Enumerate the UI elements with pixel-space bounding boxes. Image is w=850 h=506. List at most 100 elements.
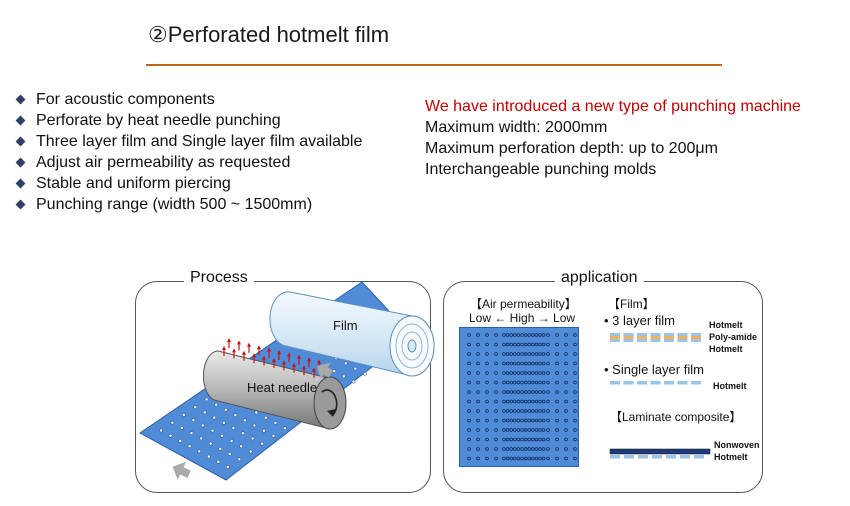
air-hole [523,456,528,461]
air-hole [502,409,506,413]
air-hole [555,342,559,347]
air-hole [516,352,521,356]
air-hole [538,342,542,347]
hotmelt-layer-segment [637,333,647,336]
air-hole [564,409,568,413]
air-hole [541,447,546,451]
air-hole [494,352,498,356]
air-hole [538,390,542,394]
air-hole [505,418,510,423]
nonwoven-layer [609,448,711,455]
process-label: Process [184,269,254,287]
air-hole [538,333,542,337]
air-hole [555,418,559,423]
air-hole [502,399,506,404]
air-hole [520,447,524,451]
air-hole [564,390,568,394]
polyamide-layer-segment [677,336,688,339]
air-hole [520,342,524,347]
air-hole [502,352,506,356]
air-hole [527,333,531,337]
air-hole [476,409,480,413]
air-hole [485,456,489,461]
air-hole [546,428,550,432]
hotmelt-layer-segment [664,339,674,342]
air-hole [494,447,498,451]
air-hole [538,428,542,432]
air-hole [564,342,568,347]
air-hole [534,428,539,432]
air-hole [476,333,480,337]
air-hole [494,371,498,375]
diamond-bullet-icon [15,94,26,105]
air-hole [505,447,510,451]
air-permeability-title: 【Air permeability】 [470,297,577,311]
layer-label: Hotmelt [709,320,743,330]
hotmelt-layer-segment [638,455,648,459]
air-hole [502,456,506,461]
air-hole [573,409,577,413]
air-hole [541,409,546,413]
air-hole [534,456,539,461]
air-hole [485,390,489,394]
air-hole [531,456,535,461]
air-hole [534,333,539,337]
air-hole [476,390,480,394]
air-hole [564,371,568,375]
air-hole [520,390,524,394]
air-hole [555,390,559,394]
air-hole [534,390,539,394]
air-hole [534,409,539,413]
air-hole [520,428,524,432]
air-hole [476,447,480,451]
air-hole [523,447,528,451]
polyamide-layer-segment [610,336,620,339]
air-hole [527,418,531,423]
air-hole [534,352,539,356]
air-hole [531,428,535,432]
layer-label: Hotmelt [714,452,748,462]
air-hole [494,333,498,337]
air-hole [564,418,568,423]
air-hole [516,399,521,404]
hotmelt-layer-segment [610,333,620,336]
air-hole [555,333,559,337]
air-hole [520,352,524,356]
air-hole [505,380,510,385]
air-hole [523,428,528,432]
air-hole [534,437,539,442]
air-hole [531,352,535,356]
air-hole [546,333,550,337]
air-permeability-holes [467,333,577,461]
air-hole [534,418,539,423]
air-hole [476,428,480,432]
air-hole [527,380,531,385]
air-hole [573,437,577,442]
air-hole [467,371,471,375]
air-hole [523,418,528,423]
single-layer-film-diagram [610,381,701,385]
hotmelt-layer-segment [650,381,661,385]
air-hole [502,333,506,337]
air-hole [546,399,550,404]
hotmelt-layer-segment [664,333,674,336]
air-hole [531,399,535,404]
hotmelt-layer-segment [677,339,688,342]
air-hole [520,333,524,337]
title-divider [146,64,722,66]
air-hole [541,352,546,356]
air-hole [555,399,559,404]
air-hole [531,447,535,451]
air-hole [467,352,471,356]
air-hole [509,352,513,356]
layer-label: Hotmelt [709,344,743,354]
air-hole [541,371,546,375]
air-hole [531,361,535,366]
air-hole [573,418,577,423]
air-hole [516,380,521,385]
air-hole [513,447,517,451]
air-hole [527,456,531,461]
air-hole [513,437,517,442]
air-hole [476,342,480,347]
laminate-title: 【Laminate composite】 [610,410,742,424]
